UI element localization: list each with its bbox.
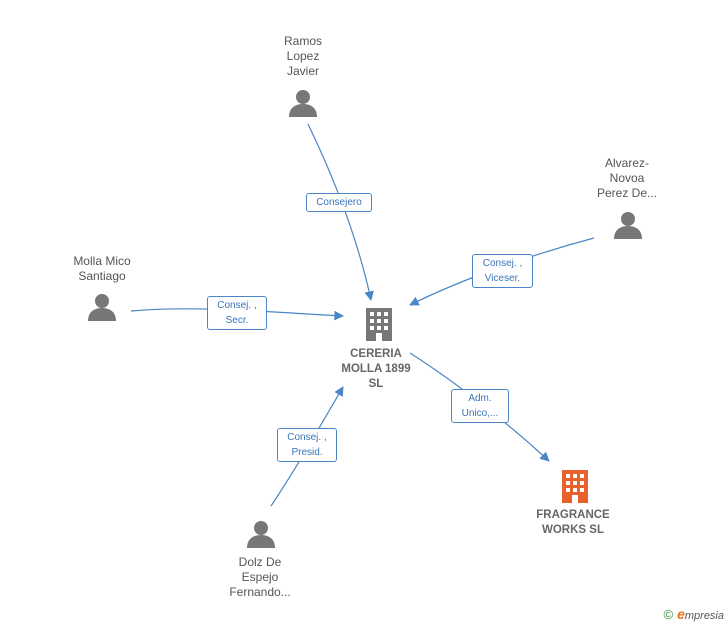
person-label-ramos[interactable]: Ramos Lopez Javier [283,34,322,78]
brand-logo[interactable]: empresia [677,606,724,622]
person-icon-ramos[interactable] [289,90,317,117]
edge-label-cereria-fragrance: Adm. Unico,... [451,389,509,423]
edge-ramos-cereria [307,123,374,301]
person-icon-dolz[interactable] [247,521,275,548]
edge-label-molla-cereria: Consej. , Secr. [207,296,267,330]
edge-label-dolz-cereria: Consej. , Presid. [277,428,337,462]
person-icon-molla[interactable] [88,294,116,321]
person-label-molla[interactable]: Molla Mico Santiago [73,254,131,283]
building-icon-cereria[interactable] [366,308,392,341]
person-icon-alvarez[interactable] [614,212,642,239]
person-label-alvarez[interactable]: Alvarez- Novoa Perez De... [596,156,658,200]
building-icon-fragrance[interactable] [562,470,588,503]
copyright-footer: ©empresia [663,606,724,622]
company-label-fragrance[interactable]: FRAGRANCE WORKS SL [536,509,610,536]
company-label-cereria[interactable]: CERERIA MOLLA 1899 SL [341,348,411,390]
edge-label-alvarez-cereria: Consej. , Viceser. [472,254,533,288]
person-label-dolz[interactable]: Dolz De Espejo Fernando... [229,555,291,599]
copyright-symbol: © [663,607,674,622]
edge-label-ramos-cereria: Consejero [306,193,372,212]
